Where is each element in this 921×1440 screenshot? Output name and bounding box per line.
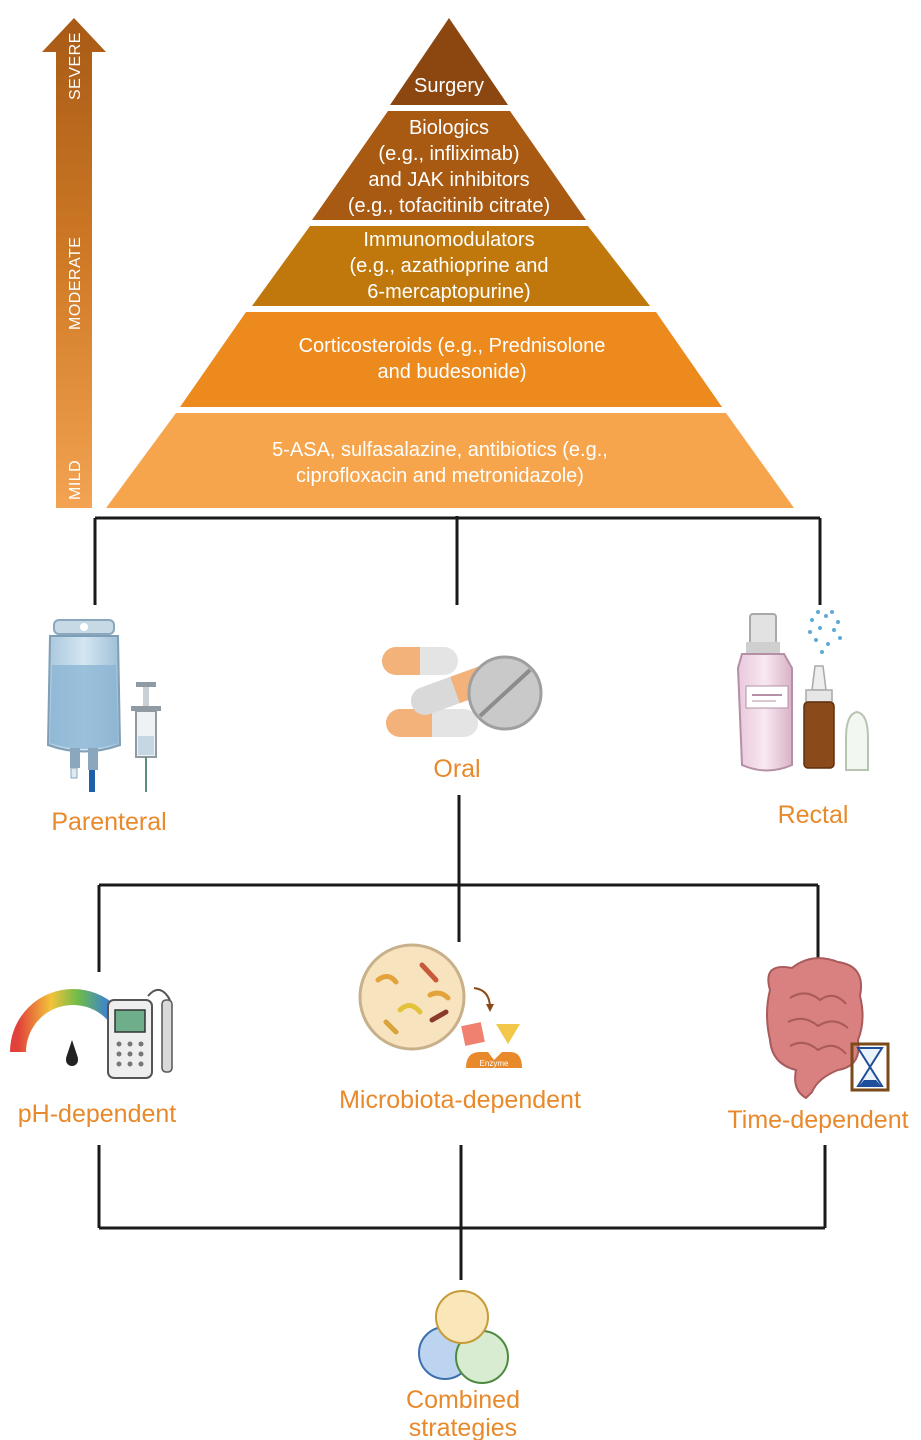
tier-text-immuno-line3: 6-mercaptopurine) [367,281,530,303]
route-label-oral: Oral [433,755,480,783]
strategy-label-ph: pH-dependent [18,1100,177,1128]
iv-bag-syringe-icon [46,619,161,792]
tier-text-cortico-line2: and budesonide) [377,361,526,383]
combined-label-line2: strategies [409,1414,517,1440]
severity-arrow-shape [42,18,106,508]
tier-text-biologics-line3: and JAK inhibitors [368,169,529,191]
connector-combined [97,1145,827,1280]
severity-level-severe: SEVERE [67,32,84,100]
intestines-hourglass-icon [766,957,890,1100]
route-label-parenteral: Parenteral [51,808,166,836]
ph-meter-gauge-icon [10,989,173,1079]
tier-text-biologics-line1: Biologics [409,117,489,139]
connector-strategies [97,795,820,972]
combined-circles-icon [418,1290,509,1384]
pills-capsules-icon [382,647,543,737]
enzyme-label: Enzyme [480,1059,509,1068]
treatment-pyramid: Surgery Biologics (e.g., infliximab) and… [106,18,794,508]
severity-arrow: SEVERE MODERATE MILD [42,18,106,508]
tier-text-biologics-line2: (e.g., infliximab) [378,143,519,165]
route-label-rectal: Rectal [778,801,849,829]
pyramid-tier-immunomodulators [252,226,650,306]
tier-text-immuno-line2: (e.g., azathioprine and [349,255,548,277]
severity-level-mild: MILD [67,460,84,500]
connector-routes [93,516,822,605]
tier-text-biologics-line4: (e.g., tofacitinib citrate) [348,195,550,217]
pyramid-tier-surgery [390,18,508,105]
pyramid-tier-corticosteroids [180,312,722,407]
pyramid-tier-aminosalicylates [106,413,794,508]
rectal-bottle-spray-suppository-icon [736,610,869,772]
strategy-label-microbiota: Microbiota-dependent [339,1086,581,1114]
combined-label-line1: Combined [406,1386,520,1414]
tier-text-surgery-line1: Surgery [414,75,484,97]
tier-text-asa-line1: 5-ASA, sulfasalazine, antibiotics (e.g., [272,439,608,461]
tier-text-cortico-line1: Corticosteroids (e.g., Prednisolone [299,335,606,357]
microbiota-enzyme-icon: Enzyme [358,943,522,1068]
strategy-label-time: Time-dependent [727,1106,908,1134]
severity-level-moderate: MODERATE [67,237,84,330]
pyramid-tier-biologics [312,111,586,220]
tier-text-immuno-line1: Immunomodulators [363,229,534,251]
tier-text-asa-line2: ciprofloxacin and metronidazole) [296,465,584,487]
